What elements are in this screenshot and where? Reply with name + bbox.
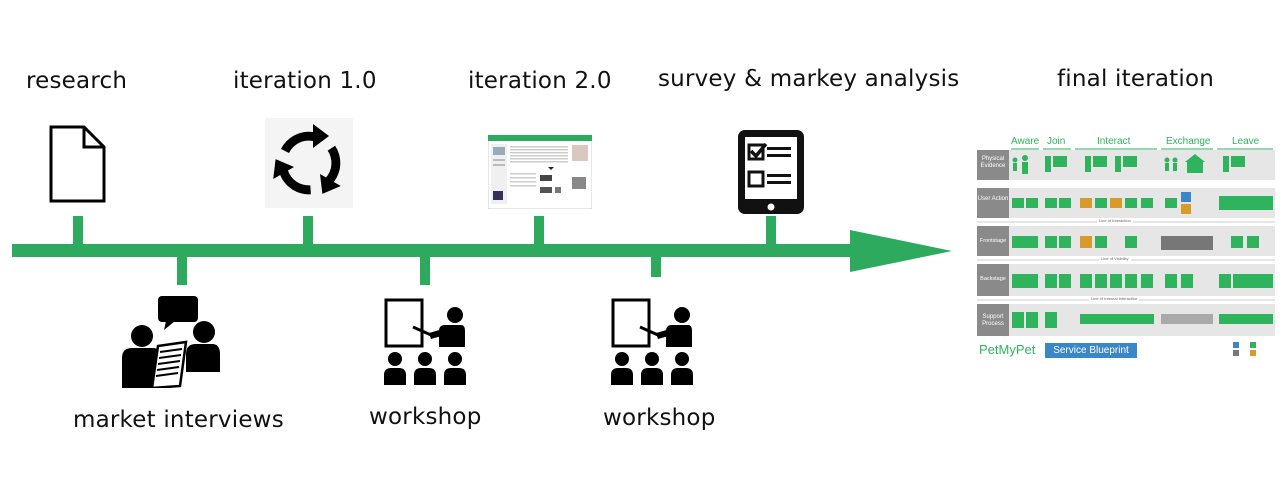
tick-workshop-2 bbox=[651, 255, 661, 277]
blueprint-phase-aware: Aware bbox=[1011, 136, 1040, 147]
stage-label-workshop-1: workshop bbox=[369, 404, 482, 430]
blueprint-grid bbox=[977, 148, 1275, 356]
blueprint-brand: PetMyPet bbox=[979, 342, 1036, 357]
blueprint-line-interaction: Line of Interaction bbox=[1097, 218, 1133, 223]
stage-label-survey: survey & markey analysis bbox=[658, 66, 960, 92]
blueprint-line-visibility: Line of Visibility bbox=[1099, 256, 1131, 261]
tick-iteration-2 bbox=[534, 216, 544, 246]
website-screenshot bbox=[488, 135, 592, 209]
stage-label-iteration-1: iteration 1.0 bbox=[233, 68, 377, 94]
blueprint-phase-join: Join bbox=[1047, 136, 1066, 147]
blueprint-title: Service Blueprint bbox=[1045, 343, 1137, 358]
tick-workshop-1 bbox=[420, 255, 430, 285]
stage-label-workshop-2: workshop bbox=[603, 405, 716, 431]
tick-market-interviews bbox=[177, 255, 187, 285]
stage-label-research: research bbox=[26, 68, 128, 94]
cycle-arrows-icon bbox=[265, 118, 353, 208]
tick-iteration-1 bbox=[303, 216, 313, 246]
presentation-audience-icon bbox=[611, 298, 693, 385]
blueprint-row-support-process: Support Process bbox=[982, 314, 1004, 327]
presentation-audience-icon bbox=[384, 298, 466, 385]
interview-people-icon bbox=[122, 296, 220, 388]
blueprint-line-internal-interaction: Line of Internal Interaction bbox=[1089, 296, 1140, 301]
blueprint-row-user-action: User Action bbox=[977, 196, 1009, 202]
blueprint-phase-leave: Leave bbox=[1232, 136, 1260, 147]
tick-survey bbox=[766, 216, 776, 246]
stage-label-iteration-2: iteration 2.0 bbox=[468, 68, 612, 94]
timeline-arrowhead bbox=[850, 230, 952, 272]
stage-label-final: final iteration bbox=[1057, 66, 1215, 92]
blueprint-phase-exchange: Exchange bbox=[1166, 136, 1211, 147]
checklist-tablet-icon bbox=[738, 130, 804, 214]
blueprint-row-frontstage: Frontstage bbox=[979, 238, 1007, 244]
timeline-bar bbox=[12, 244, 857, 257]
blueprint-phase-interact: Interact bbox=[1097, 136, 1131, 147]
blueprint-row-backstage: Backstage bbox=[980, 276, 1006, 282]
service-blueprint: Aware Join Interact Exchange Leave Physi… bbox=[975, 134, 1275, 364]
tick-research bbox=[73, 216, 83, 246]
blueprint-row-physical-evidence: Physical Evidence bbox=[980, 156, 1006, 169]
stage-label-market-interviews: market interviews bbox=[73, 407, 284, 433]
document-icon bbox=[49, 125, 106, 203]
